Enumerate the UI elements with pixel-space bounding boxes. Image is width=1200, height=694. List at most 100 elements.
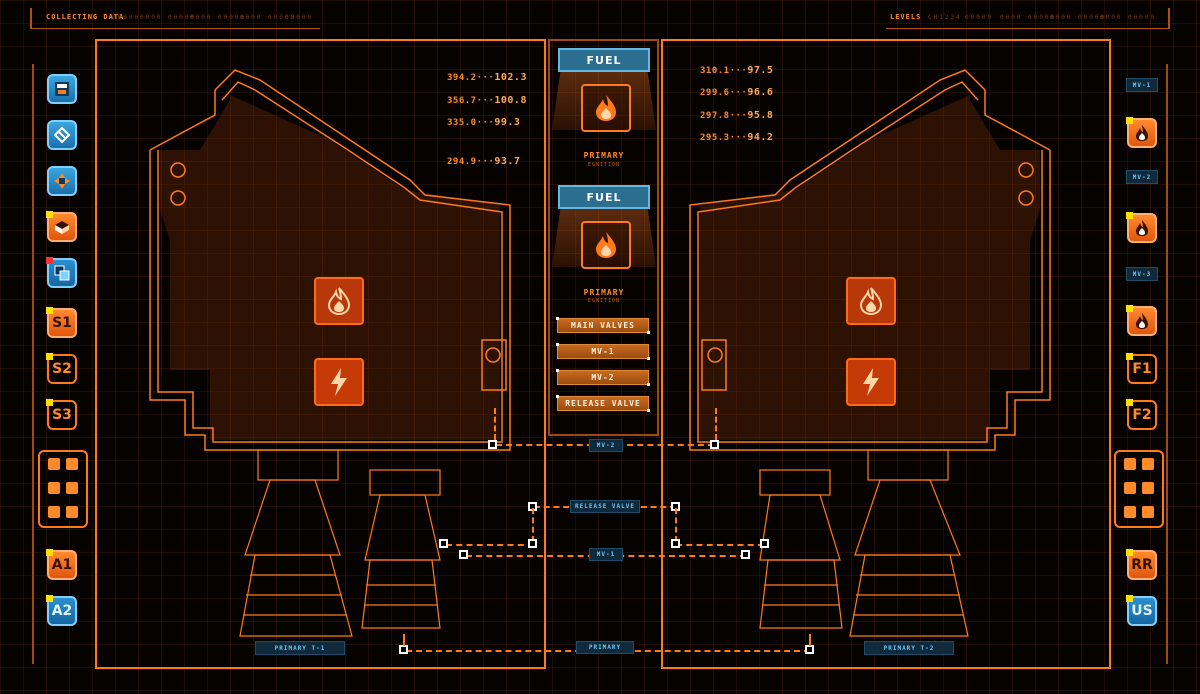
telemetry-value-a: 394.2 bbox=[447, 73, 477, 83]
right-flame-corner bbox=[1126, 117, 1133, 124]
sidebar-f1-button[interactable]: F1 bbox=[1126, 353, 1157, 384]
telemetry-separator: ··· bbox=[476, 96, 495, 106]
flame-icon bbox=[1136, 220, 1148, 236]
telemetry-right-row: 299.6···96.6 bbox=[700, 87, 773, 98]
right-flame-corner bbox=[1126, 212, 1133, 219]
connector-node[interactable] bbox=[710, 440, 719, 449]
mv2-left-riser bbox=[494, 408, 496, 440]
telemetry-value-b: 102.3 bbox=[494, 72, 527, 83]
telemetry-value-b: 99.3 bbox=[494, 117, 521, 128]
left-code-3: 0000 00000 bbox=[240, 14, 297, 21]
mv1-button[interactable]: MV-1 bbox=[556, 343, 650, 360]
sidebar-s3-button[interactable]: S3 bbox=[46, 399, 77, 430]
telemetry-separator: ··· bbox=[476, 118, 495, 128]
left-grid-module[interactable] bbox=[38, 450, 88, 528]
left-fire-status[interactable] bbox=[314, 277, 364, 325]
grid-cell bbox=[1142, 482, 1154, 494]
sidebar-layers-button[interactable] bbox=[46, 257, 77, 288]
tag-mv2: MV-2 bbox=[1126, 170, 1158, 184]
sidebar-a1-corner bbox=[46, 549, 53, 556]
telemetry-value-a: 294.9 bbox=[447, 157, 477, 167]
grid-cell bbox=[66, 482, 78, 494]
sidebar-disk-button[interactable] bbox=[47, 74, 77, 104]
sidebar-us-label: US bbox=[1131, 603, 1153, 619]
connector-node[interactable] bbox=[439, 539, 448, 548]
telemetry-left-row: 294.9···93.7 bbox=[447, 156, 520, 167]
telemetry-separator: ··· bbox=[476, 73, 495, 83]
main-valves-button[interactable]: MAIN VALVES bbox=[556, 317, 650, 334]
telemetry-separator: ··· bbox=[729, 111, 748, 121]
telemetry-left-row: 335.0···99.3 bbox=[447, 117, 520, 128]
primary-label-1: PRIMARY bbox=[583, 151, 625, 160]
sidebar-s3-label: S3 bbox=[52, 407, 72, 423]
sidebar-a2-corner bbox=[46, 595, 53, 602]
right-power-status[interactable] bbox=[846, 358, 896, 406]
connector-node[interactable] bbox=[528, 539, 537, 548]
flame-icon bbox=[596, 232, 616, 258]
right-grid-module[interactable] bbox=[1114, 450, 1164, 528]
top-bar-left-tick bbox=[30, 8, 32, 28]
mv1-connector-label: MV-1 bbox=[589, 548, 623, 561]
mv2-button[interactable]: MV-2 bbox=[556, 369, 650, 386]
right-flame-button-3[interactable] bbox=[1126, 305, 1157, 336]
connector-node[interactable] bbox=[671, 539, 680, 548]
telemetry-value-b: 100.8 bbox=[494, 95, 527, 106]
telemetry-value-a: 356.7 bbox=[447, 96, 477, 106]
tag-mv3: MV-3 bbox=[1126, 267, 1158, 281]
right-code-1: 00000 bbox=[965, 14, 994, 21]
right-code-4: 0000 00000 bbox=[1100, 14, 1157, 21]
sidebar-cube-corner bbox=[46, 211, 53, 218]
mv2-right-riser bbox=[715, 408, 717, 440]
sidebar-us-corner bbox=[1126, 595, 1133, 602]
telemetry-left-row: 394.2···102.3 bbox=[447, 72, 527, 83]
engine-right-t2b bbox=[759, 469, 843, 629]
flame-icon bbox=[1136, 125, 1148, 141]
connector-node[interactable] bbox=[741, 550, 750, 559]
lightning-icon bbox=[331, 368, 347, 396]
sidebar-s2-label: S2 bbox=[52, 361, 72, 377]
right-flame-button-1[interactable] bbox=[1126, 117, 1157, 148]
grid-cell bbox=[1142, 506, 1154, 518]
collecting-data-label: COLLECTING DATA bbox=[46, 13, 125, 21]
tag-mv1: MV-1 bbox=[1126, 78, 1158, 92]
right-flame-button-2[interactable] bbox=[1126, 212, 1157, 243]
telemetry-separator: ··· bbox=[729, 88, 748, 98]
sidebar-s1-button[interactable]: S1 bbox=[46, 307, 77, 338]
sidebar-s2-button[interactable]: S2 bbox=[46, 353, 77, 384]
grid-cell bbox=[48, 458, 60, 470]
sidebar-arrows-button[interactable] bbox=[47, 120, 77, 150]
connector-node[interactable] bbox=[399, 645, 408, 654]
left-power-status[interactable] bbox=[314, 358, 364, 406]
right-fire-status[interactable] bbox=[846, 277, 896, 325]
sidebar-a2-label: A2 bbox=[51, 603, 73, 619]
connector-node[interactable] bbox=[459, 550, 468, 559]
connector-node[interactable] bbox=[488, 440, 497, 449]
left-code-1: 0000 00000 bbox=[140, 14, 197, 21]
connector-node[interactable] bbox=[760, 539, 769, 548]
sidebar-s2-corner bbox=[46, 353, 53, 360]
primary-ignition-1-icon-box[interactable] bbox=[581, 84, 631, 132]
sidebar-star-button[interactable] bbox=[47, 166, 77, 196]
sidebar-f2-button[interactable]: F2 bbox=[1126, 399, 1157, 430]
sidebar-s1-corner bbox=[46, 307, 53, 314]
right-tank bbox=[689, 69, 1051, 451]
right-engine-link bbox=[676, 544, 764, 546]
fuel-button-1[interactable]: FUEL bbox=[558, 48, 650, 72]
flame-icon bbox=[859, 287, 883, 316]
sidebar-a1-button[interactable]: A1 bbox=[46, 549, 77, 580]
connector-node[interactable] bbox=[805, 645, 814, 654]
telemetry-value-a: 299.6 bbox=[700, 88, 730, 98]
sidebar-a2-button[interactable]: A2 bbox=[46, 595, 77, 626]
sidebar-cube-button[interactable] bbox=[46, 211, 77, 242]
sidebar-us-button[interactable]: US bbox=[1126, 595, 1157, 626]
release-valve-button[interactable]: RELEASE VALVE bbox=[556, 395, 650, 412]
fuel-button-2[interactable]: FUEL bbox=[558, 185, 650, 209]
top-status-bar: COLLECTING DATA 00000 0000 00000 0000 00… bbox=[0, 8, 1200, 29]
primary-ignition-2-icon-box[interactable] bbox=[581, 221, 631, 269]
right-code-0: CH1234 bbox=[928, 14, 962, 21]
sidebar-rr-button[interactable]: RR bbox=[1126, 549, 1157, 580]
telemetry-right-row: 310.1···97.5 bbox=[700, 65, 773, 76]
left-panel-frame bbox=[95, 39, 546, 669]
telemetry-separator: ··· bbox=[729, 133, 748, 143]
star-grid-icon bbox=[54, 173, 70, 189]
